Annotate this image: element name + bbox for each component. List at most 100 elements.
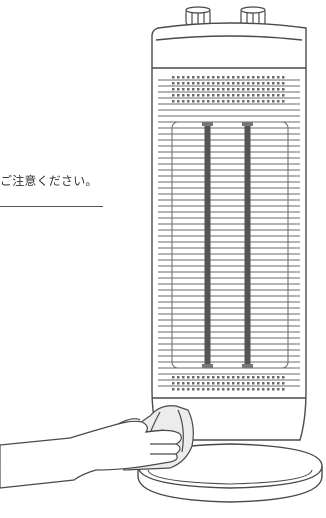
vent-dot [252,100,255,103]
vent-dot [272,88,275,91]
vent-dot [277,388,280,391]
vent-dot [177,100,180,103]
vent-dot [282,82,285,85]
vent-dot [212,388,215,391]
vent-dot [207,94,210,97]
vent-dot [267,88,270,91]
hand-illustration [0,418,182,489]
vent-dot [247,94,250,97]
vent-dot [262,100,265,103]
vent-dots [172,76,285,391]
vent-dot [232,88,235,91]
vent-dot [182,382,185,385]
vent-dot [242,388,245,391]
vent-dot [272,376,275,379]
vent-dot [222,100,225,103]
vent-dot [282,94,285,97]
vent-dot [182,100,185,103]
vent-dot [237,388,240,391]
front-grille [158,79,300,387]
vent-dot [172,82,175,85]
vent-dot [192,382,195,385]
vent-dot [277,82,280,85]
vent-dot [177,382,180,385]
vent-dot [197,76,200,79]
vent-dot [207,88,210,91]
vent-dot [197,376,200,379]
vent-dot [232,382,235,385]
vent-dot [177,388,180,391]
vent-dot [237,82,240,85]
vent-dot [227,382,230,385]
vent-dot [202,88,205,91]
vent-dot [262,82,265,85]
vent-dot [207,100,210,103]
vent-dot [277,382,280,385]
vent-dot [252,94,255,97]
vent-dot [237,100,240,103]
vent-dot [217,100,220,103]
vent-dot [217,382,220,385]
vent-dot [267,388,270,391]
vent-dot [192,94,195,97]
vent-dot [227,82,230,85]
vent-dot [177,76,180,79]
vent-dot [222,388,225,391]
vent-dot [272,94,275,97]
vent-dot [182,88,185,91]
heater-body [151,22,307,441]
vent-dot [182,82,185,85]
vent-dot [197,388,200,391]
vent-dot [172,388,175,391]
vent-dot [267,376,270,379]
vent-dot [207,82,210,85]
vent-dot [212,382,215,385]
vent-dot [252,388,255,391]
vent-dot [262,76,265,79]
top-knobs [185,6,266,26]
vent-dot [272,76,275,79]
vent-dot [187,88,190,91]
vent-dot [222,82,225,85]
vent-dot [267,100,270,103]
vent-dot [192,88,195,91]
vent-dot [212,88,215,91]
vent-dot [232,100,235,103]
vent-dot [282,376,285,379]
vent-dot [177,88,180,91]
vent-dot [272,100,275,103]
vent-dot [267,76,270,79]
vent-dot [217,88,220,91]
vent-dot [217,82,220,85]
vent-dot [212,376,215,379]
vent-dot [247,88,250,91]
vent-dot [257,388,260,391]
vent-dot [282,88,285,91]
vent-dot [247,376,250,379]
vent-dot [262,88,265,91]
vent-dot [207,382,210,385]
vent-dot [277,88,280,91]
vent-dot [237,88,240,91]
vent-dot [277,376,280,379]
vent-dot [247,82,250,85]
vent-dot [262,388,265,391]
vent-dot [172,88,175,91]
vent-dot [202,382,205,385]
vent-dot [212,94,215,97]
vent-dot [267,382,270,385]
vent-dot [257,382,260,385]
grille-frame [171,121,289,369]
vent-dot [177,376,180,379]
heating-rod-right [244,123,251,369]
vent-dot [227,76,230,79]
vent-dot [177,82,180,85]
vent-dot [232,82,235,85]
vent-dot [222,94,225,97]
vent-dot [172,382,175,385]
vent-dot [247,382,250,385]
vent-dot [202,94,205,97]
vent-dot [232,94,235,97]
vent-dot [262,376,265,379]
